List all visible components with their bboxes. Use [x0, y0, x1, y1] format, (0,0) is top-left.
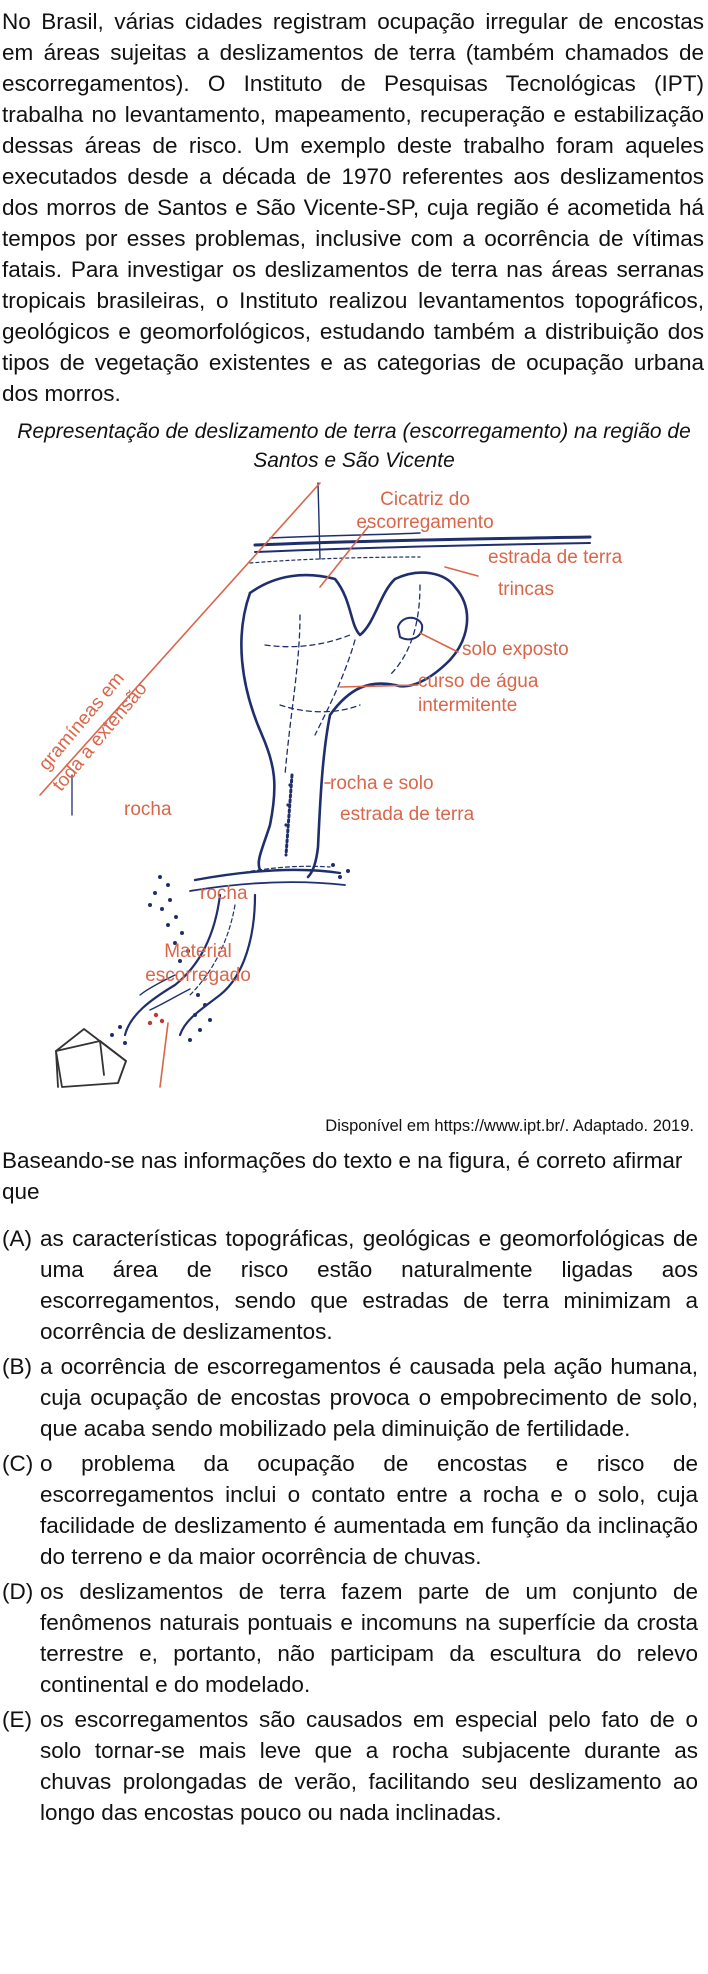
option-e[interactable]: (E) os escorregamentos são causados em e…	[0, 1704, 708, 1828]
label-material-1: Material	[164, 941, 232, 962]
landslide-illustration: Cicatriz do escorregamento estrada de te…	[35, 482, 623, 1088]
label-curso-1: curso de água	[418, 671, 539, 692]
label-trincas: trincas	[498, 579, 554, 600]
option-letter: (D)	[2, 1579, 34, 1604]
label-cicatriz-1: Cicatriz do	[380, 489, 470, 510]
option-letter: (E)	[2, 1707, 32, 1732]
option-b[interactable]: (B) a ocorrência de escorregamentos é ca…	[0, 1351, 708, 1444]
source-citation: Disponível em https://www.ipt.br/. Adapt…	[325, 1117, 694, 1135]
label-estrada-mid: estrada de terra	[340, 804, 475, 825]
option-letter: (C)	[2, 1451, 34, 1476]
label-cicatriz-2: escorregamento	[356, 512, 493, 533]
option-text: os deslizamentos de terra fazem parte de…	[40, 1579, 698, 1697]
question-stem: Baseando-se nas informações do texto e n…	[2, 1148, 683, 1204]
landslide-figure: Cicatriz do escorregamento estrada de te…	[0, 475, 708, 1115]
option-d[interactable]: (D) os deslizamentos de terra fazem part…	[0, 1576, 708, 1700]
label-rocha-left: rocha	[124, 799, 172, 820]
figure-title: Representação de deslizamento de terra (…	[17, 420, 691, 472]
rock-dots	[110, 783, 350, 1045]
option-text: a ocorrência de escorregamentos é causad…	[40, 1354, 698, 1441]
label-rocha-e-solo: rocha e solo	[330, 773, 434, 794]
label-estrada-top: estrada de terra	[488, 547, 623, 568]
label-material-2: escorregado	[145, 965, 251, 986]
option-letter: (A)	[2, 1226, 32, 1251]
option-text: os escorregamentos são causados em espec…	[40, 1707, 698, 1825]
label-rocha-bottom: rocha	[200, 883, 248, 904]
document: No Brasil, várias cidades registram ocup…	[0, 9, 708, 1828]
label-curso-2: intermitente	[418, 695, 517, 716]
option-a[interactable]: (A) as características topográficas, geo…	[0, 1223, 708, 1347]
option-text: as características topográficas, geológi…	[40, 1226, 698, 1344]
answer-options: (A) as características topográficas, geo…	[0, 1223, 708, 1828]
label-solo-exposto: solo exposto	[462, 639, 569, 660]
option-c[interactable]: (C) o problema da ocupação de encostas e…	[0, 1448, 708, 1572]
option-letter: (B)	[2, 1354, 32, 1379]
intro-paragraph: No Brasil, várias cidades registram ocup…	[2, 9, 704, 406]
option-text: o problema da ocupação de encostas e ris…	[40, 1451, 698, 1569]
